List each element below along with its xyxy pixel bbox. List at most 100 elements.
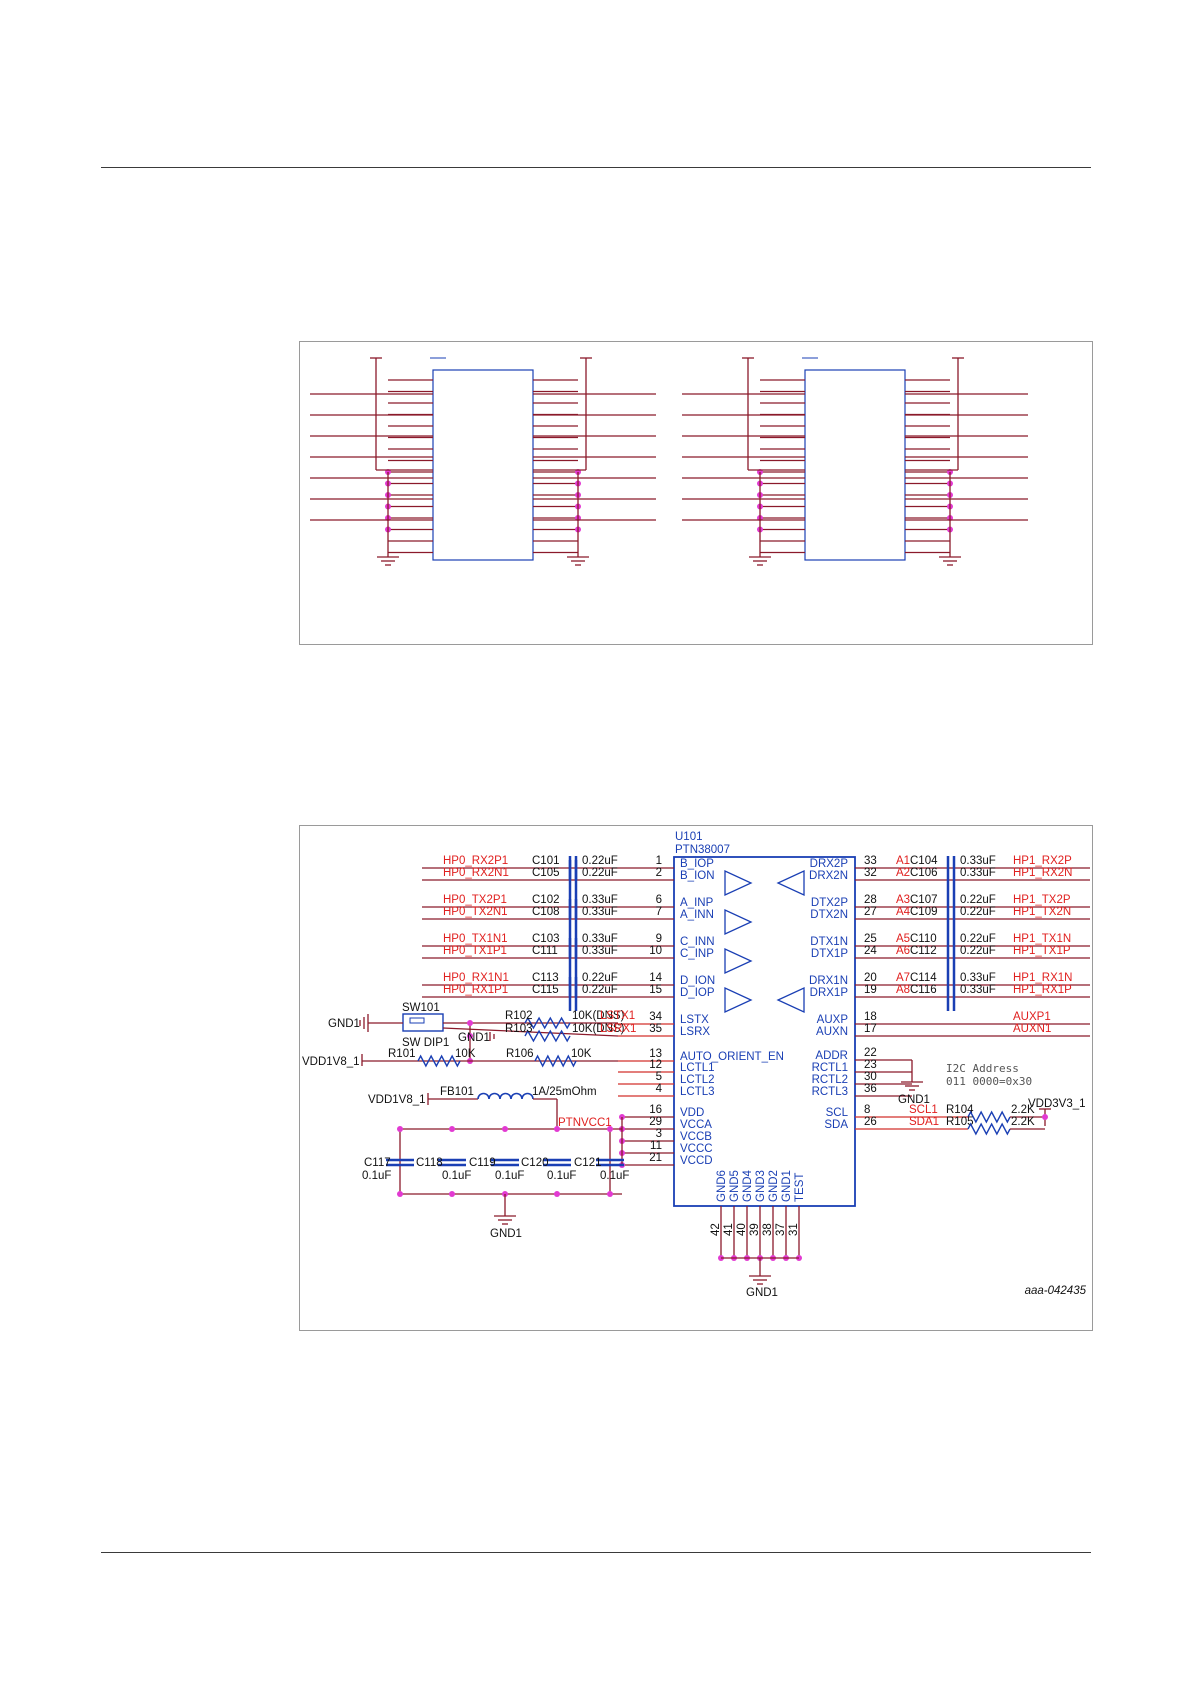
right-signal-pin: 33 (864, 855, 877, 867)
right-signal-cap: C107 (910, 894, 938, 906)
left-signal-pin: 2 (656, 867, 662, 879)
i2c-res-zigzag (967, 1122, 1011, 1136)
chip-body (673, 856, 856, 1207)
decoupling-bottom-junction (554, 1191, 560, 1197)
decoupling-bottom-junction (449, 1191, 455, 1197)
decoupling-cap-value: 0.1uF (495, 1170, 524, 1182)
decoupling-cap-value: 0.1uF (362, 1170, 391, 1182)
right-signal-pin: 20 (864, 972, 877, 984)
aux-pin: 18 (864, 1011, 877, 1023)
left-ctrl-pinname: LCTL1 (680, 1062, 715, 1074)
r103-value: 10K(DNS) (572, 1023, 625, 1035)
r101-ref: R101 (388, 1048, 416, 1060)
decoupling-top-junction (607, 1126, 613, 1132)
power-pin-number: 11 (650, 1140, 662, 1152)
power-pin-name: VDD (680, 1107, 704, 1119)
r102-zigzag (524, 1016, 571, 1030)
left-ctrl-pinname: LSRX (680, 1026, 710, 1038)
power-pin-name: VCCA (680, 1119, 712, 1131)
left-signal-pin: 7 (656, 906, 662, 918)
i2c-pinname: SDA (824, 1119, 848, 1131)
left-ctrl-pin: 35 (649, 1023, 662, 1035)
left-signal-net: HP0_TX1P1 (443, 945, 507, 957)
right-signal-ball: A4 (896, 906, 911, 918)
right-signal-value: 0.33uF (960, 855, 996, 867)
left-signal-pin: 15 (649, 984, 662, 996)
right-signal-pinname: DTX2P (811, 897, 848, 909)
r102-net: LSTX1 (600, 1010, 635, 1022)
right-signal-net: HP1_RX2P (1013, 855, 1072, 867)
right-signal-ball: A3 (896, 894, 910, 906)
lsrx-wire (442, 1027, 619, 1037)
right-ctrl-pin: 23 (864, 1059, 877, 1071)
left-signal-pin: 1 (656, 855, 662, 867)
right-signal-pinname: DRX1P (810, 987, 849, 999)
r101-vdd-net: VDD1V8_1 (302, 1056, 360, 1068)
left-signal-net: HP0_TX1N1 (443, 933, 508, 945)
right-signal-value: 0.22uF (960, 906, 996, 918)
left-signal-value: 0.22uF (582, 867, 618, 879)
gnd-pin-name: GND5 (729, 1170, 741, 1202)
left-signal-cap: C115 (532, 984, 559, 996)
gnd-pin-net: GND1 (746, 1287, 778, 1299)
right-ctrl-pin: 30 (864, 1071, 877, 1083)
i2c-note-line1: I2C Address (946, 1062, 1019, 1075)
gnd-pin-name: TEST (794, 1173, 806, 1202)
right-signal-pin: 25 (864, 933, 877, 945)
right-signal-cap: C114 (910, 972, 937, 984)
left-signal-value: 0.33uF (582, 894, 618, 906)
i2c-net: SDA1 (909, 1116, 939, 1128)
left-signal-cap: C103 (532, 933, 560, 945)
switch-junction-b (467, 1033, 473, 1039)
buffer-drx1-triangle (776, 986, 805, 1014)
left-signal-pinname: C_INP (680, 948, 714, 960)
decoupling-cap-value: 0.1uF (547, 1170, 576, 1182)
r106-zigzag (534, 1054, 577, 1068)
left-signal-pin: 9 (656, 933, 662, 945)
right-ctrl-name: RCTL2 (812, 1074, 848, 1086)
gnd-pin-number: 41 (723, 1223, 735, 1236)
right-signal-pinname: DTX2N (810, 909, 848, 921)
fb-vdd-net: VDD1V8_1 (368, 1094, 426, 1106)
right-signal-net: HP1_RX1N (1013, 972, 1072, 984)
decoupling-cap-ref: C119 (469, 1157, 496, 1169)
right-signal-value: 0.33uF (960, 984, 996, 996)
right-signal-pin: 19 (864, 984, 877, 996)
left-signal-pin: 6 (656, 894, 662, 906)
gnd-pin-name: GND4 (742, 1169, 754, 1202)
decoupling-cap-value: 0.1uF (442, 1170, 471, 1182)
decoupling-cap-ref: C118 (416, 1157, 443, 1169)
right-signal-pinname: DRX2N (809, 870, 848, 882)
decoupling-top-junction (554, 1126, 560, 1132)
i2c-pin: 26 (864, 1116, 877, 1128)
right-signal-ball: A7 (896, 972, 910, 984)
switch-gnd-net: GND1 (328, 1018, 360, 1030)
left-signal-net: HP0_RX2P1 (443, 855, 508, 867)
right-signal-value: 0.33uF (960, 972, 996, 984)
decoupling-cap-ref: C120 (521, 1157, 549, 1169)
left-ctrl-pinname: AUTO_ORIENT_EN (680, 1051, 784, 1063)
left-ctrl-pin: 4 (656, 1083, 663, 1095)
chip-ref: U101 (675, 831, 703, 843)
right-signal-cap: C109 (910, 906, 938, 918)
right-signal-pin: 27 (864, 906, 877, 918)
gnd-pin-name: GND1 (781, 1170, 793, 1202)
left-signal-net: HP0_TX2N1 (443, 906, 508, 918)
left-signal-value: 0.33uF (582, 945, 618, 957)
power-pin-number: 29 (649, 1116, 662, 1128)
right-signal-cap: C116 (910, 984, 937, 996)
switch-ref: SW101 (402, 1002, 440, 1014)
left-ctrl-pin: 13 (649, 1048, 662, 1060)
left-signal-value: 0.33uF (582, 933, 618, 945)
i2c-net: SCL1 (909, 1104, 938, 1116)
left-signal-cap: C105 (532, 867, 560, 879)
gnd-pin-number: 42 (710, 1223, 722, 1236)
i2c-res-value: 2.2K (1011, 1116, 1035, 1128)
decoupling-bottom-junction (607, 1191, 613, 1197)
right-signal-net: HP1_RX1P (1013, 984, 1072, 996)
r101-zigzag (417, 1054, 461, 1068)
switch-actuator (409, 1017, 425, 1024)
left-signal-pin: 10 (649, 945, 662, 957)
